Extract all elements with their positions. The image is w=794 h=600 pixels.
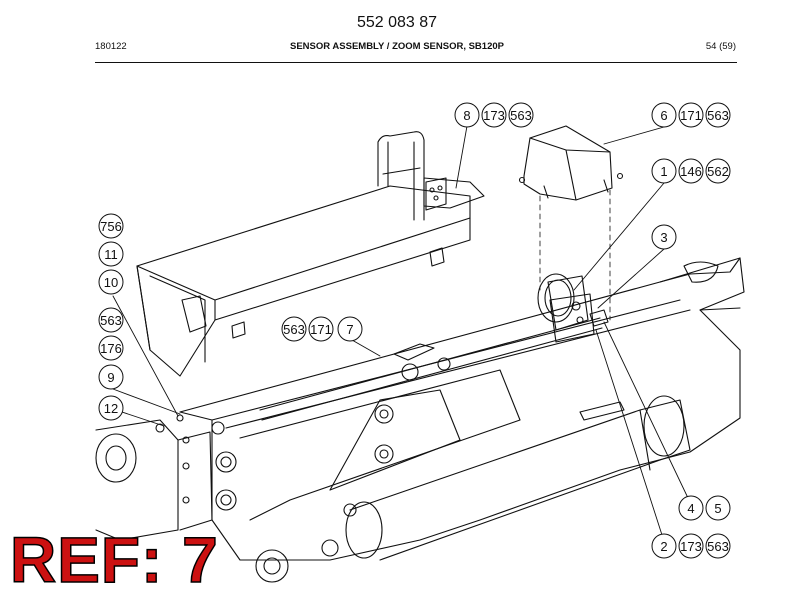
svg-text:173: 173 xyxy=(680,539,702,554)
boom-drawing xyxy=(179,257,745,561)
svg-text:563: 563 xyxy=(707,539,729,554)
callout-176: 176 xyxy=(98,335,124,361)
svg-text:4: 4 xyxy=(687,501,694,516)
svg-text:146: 146 xyxy=(680,164,702,179)
callout-10: 10 xyxy=(98,269,124,295)
callout-563: 563 xyxy=(281,316,307,342)
svg-text:3: 3 xyxy=(660,230,667,245)
sensor-cover-drawing xyxy=(518,125,624,201)
callout-2: 2 xyxy=(651,533,677,559)
svg-text:562: 562 xyxy=(707,164,729,179)
callout-1: 1 xyxy=(651,158,677,184)
svg-text:563: 563 xyxy=(100,313,122,328)
svg-text:176: 176 xyxy=(100,341,122,356)
svg-text:1: 1 xyxy=(660,164,667,179)
leader-lines xyxy=(112,125,689,536)
document-number: 552 083 87 xyxy=(356,14,438,31)
callout-4: 4 xyxy=(678,495,704,521)
cylinder-drawing xyxy=(255,395,691,583)
callout-173: 173 xyxy=(678,533,704,559)
assembly-guide-lines xyxy=(539,189,611,321)
svg-text:563: 563 xyxy=(510,108,532,123)
callout-11: 11 xyxy=(98,241,124,267)
svg-text:2: 2 xyxy=(660,539,667,554)
callout-563: 563 xyxy=(98,307,124,333)
callout-6: 6 xyxy=(651,102,677,128)
sensor-housing-drawing xyxy=(136,131,485,377)
callout-171: 171 xyxy=(308,316,334,342)
callout-12: 12 xyxy=(98,395,124,421)
svg-text:9: 9 xyxy=(107,370,114,385)
callout-7: 7 xyxy=(337,316,363,342)
callout-563: 563 xyxy=(705,533,731,559)
callout-173: 173 xyxy=(481,102,507,128)
svg-text:12: 12 xyxy=(104,401,118,416)
callout-171: 171 xyxy=(678,102,704,128)
callout-146: 146 xyxy=(678,158,704,184)
date-code: 180122 xyxy=(95,41,127,52)
callout-563: 563 xyxy=(705,102,731,128)
svg-text:10: 10 xyxy=(104,275,118,290)
callout-8: 8 xyxy=(454,102,480,128)
callout-bubbles: 8 173 563 6 171 563 1 146 562 3 756 11 1… xyxy=(98,102,731,559)
callout-9: 9 xyxy=(98,364,124,390)
callout-5: 5 xyxy=(705,495,731,521)
svg-text:173: 173 xyxy=(483,108,505,123)
header-divider xyxy=(95,62,737,63)
callout-3: 3 xyxy=(651,224,677,250)
mount-plate-drawing xyxy=(95,414,213,541)
callout-756: 756 xyxy=(98,213,124,239)
svg-text:171: 171 xyxy=(310,322,332,337)
svg-text:563: 563 xyxy=(283,322,305,337)
ref-label: REF: 7 xyxy=(9,524,219,596)
svg-text:756: 756 xyxy=(100,219,122,234)
svg-text:8: 8 xyxy=(463,108,470,123)
svg-text:6: 6 xyxy=(660,108,667,123)
svg-text:171: 171 xyxy=(680,108,702,123)
callout-562: 562 xyxy=(705,158,731,184)
svg-text:563: 563 xyxy=(707,108,729,123)
svg-text:11: 11 xyxy=(104,247,118,262)
page-title: SENSOR ASSEMBLY / ZOOM SENSOR, SB120P xyxy=(290,41,504,52)
svg-text:7: 7 xyxy=(346,322,353,337)
svg-text:5: 5 xyxy=(714,501,721,516)
callout-563: 563 xyxy=(508,102,534,128)
page-number: 54 (59) xyxy=(705,41,736,52)
